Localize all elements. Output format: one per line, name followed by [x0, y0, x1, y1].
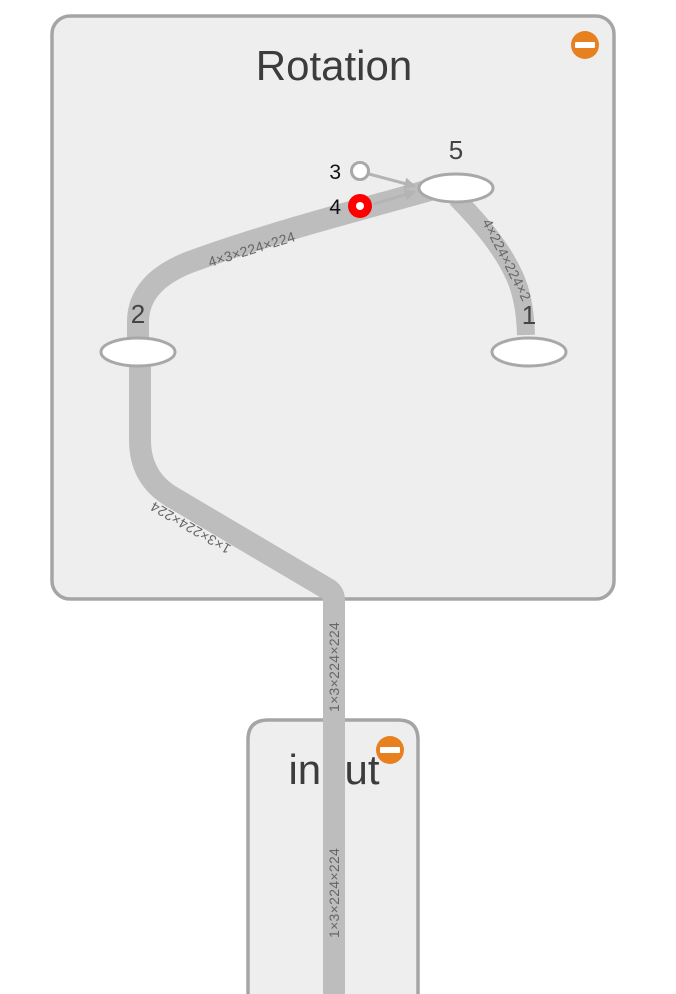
op-node-2[interactable]: 2	[99, 299, 177, 368]
port-3[interactable]: 3	[329, 161, 370, 184]
port-3-label: 3	[329, 161, 341, 184]
input-collapse-icon[interactable]	[376, 736, 404, 764]
op-node-2-label: 2	[131, 299, 145, 329]
op-node-5-label: 5	[449, 135, 463, 165]
edge-label-input-out-upper: 1×3×224×224	[326, 622, 342, 712]
edge-label-input-out-lower: 1×3×224×224	[326, 848, 342, 938]
op-node-1-label: 1	[522, 300, 536, 330]
rotation-collapse-icon[interactable]	[571, 31, 599, 59]
edge-input-to-op2[interactable]	[129, 365, 345, 994]
edge-op5-to-op1[interactable]	[449, 191, 535, 336]
rotation-node-title: Rotation	[256, 42, 412, 89]
rotation-node[interactable]: Rotation	[50, 14, 616, 601]
port-4-label: 4	[329, 196, 341, 219]
op-node-1[interactable]: 1	[490, 300, 568, 368]
edge-op2-to-op5[interactable]	[127, 179, 433, 338]
port-4-selected[interactable]: 4	[329, 194, 372, 219]
edge-port3-to-op5	[368, 172, 417, 190]
op-node-5[interactable]: 5	[417, 135, 495, 204]
edge-port4-to-op5	[373, 189, 417, 206]
